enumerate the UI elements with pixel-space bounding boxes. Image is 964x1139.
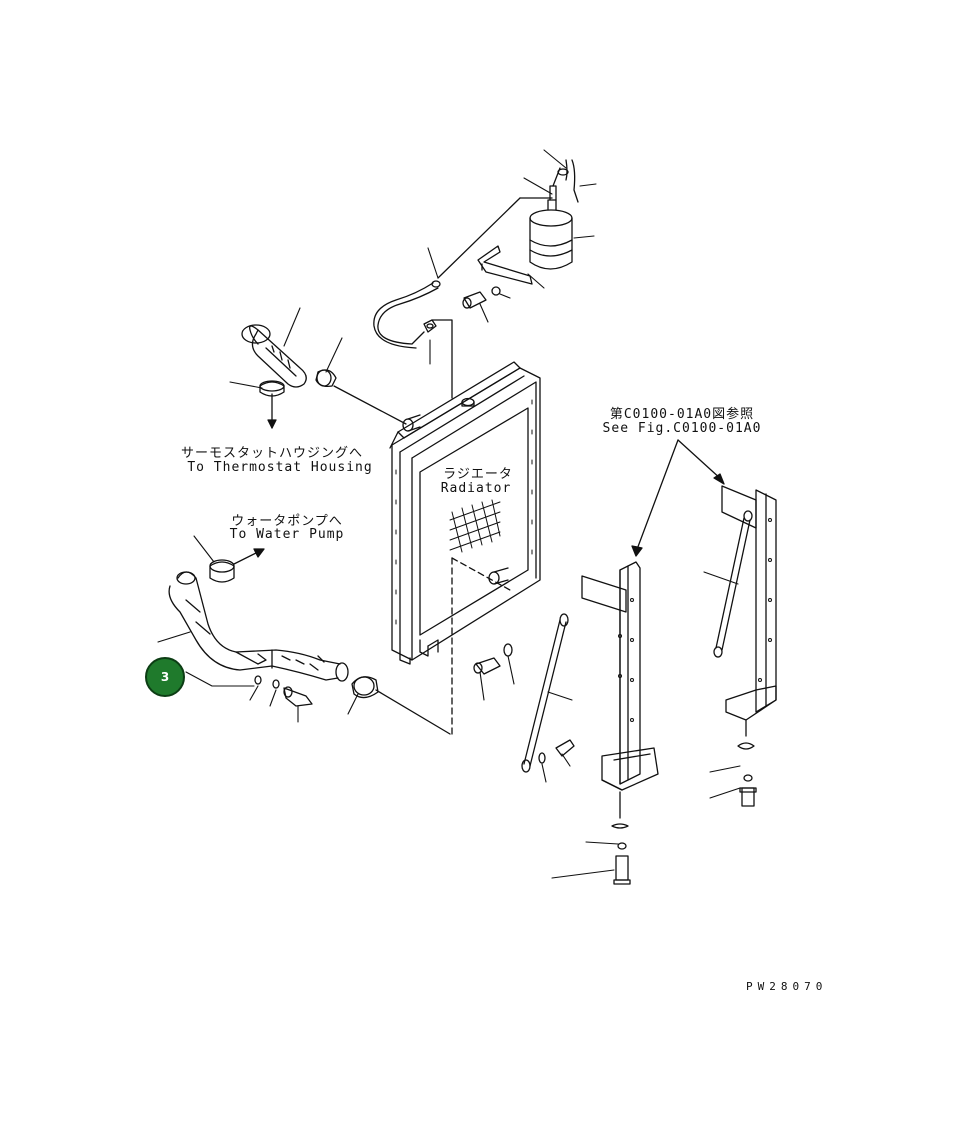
lower-hose-clamps xyxy=(209,559,379,699)
leader-ticks xyxy=(157,149,741,879)
reference-arrows xyxy=(631,439,725,557)
water-pump-label-jp: ウォータポンプへ xyxy=(231,514,343,529)
right-bracket-fasteners xyxy=(737,719,757,807)
reserve-tank xyxy=(529,159,579,270)
left-bracket-fasteners xyxy=(611,791,631,885)
tank-bracket xyxy=(477,245,533,285)
radiator-assembly xyxy=(389,361,541,736)
reference-label-en: See Fig.C0100-01A0 xyxy=(602,421,762,436)
drawing-code: PW28070 xyxy=(746,980,828,993)
radiator-label-en: Radiator xyxy=(440,481,512,496)
upper-hose-clamps xyxy=(259,369,337,397)
right-rod xyxy=(713,510,753,658)
bracket-bolt xyxy=(462,286,501,309)
leader-line xyxy=(437,197,521,279)
mount-bolt xyxy=(473,643,513,675)
overflow-hose xyxy=(373,280,441,349)
lower-hose-fasteners xyxy=(254,675,313,707)
left-bracket xyxy=(581,561,659,791)
reference-label-jp: 第C0100-01A0図参照 xyxy=(609,407,755,422)
thermostat-label-en: To Thermostat Housing xyxy=(187,460,373,475)
support-rod xyxy=(521,613,575,773)
right-bracket xyxy=(721,485,777,721)
radiator-label-jp: ラジエータ xyxy=(443,467,513,482)
thermostat-label-jp: サーモスタットハウジングへ xyxy=(180,446,364,461)
upper-hose xyxy=(241,324,307,388)
water-pump-label-en: To Water Pump xyxy=(229,527,345,542)
lower-hose xyxy=(168,571,349,682)
callout-3[interactable]: 3 xyxy=(145,657,185,697)
callout-3-number: 3 xyxy=(160,670,170,684)
